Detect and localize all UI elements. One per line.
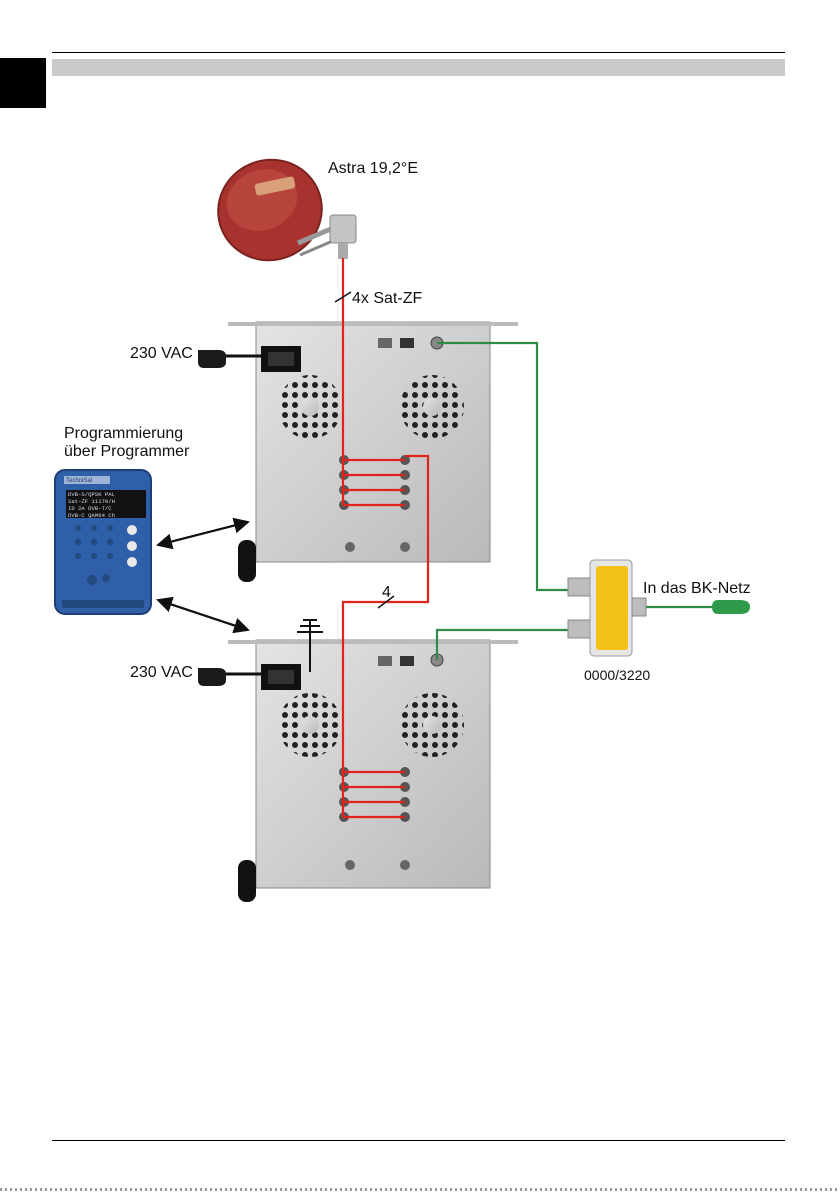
satellite-label: Astra 19,2°E xyxy=(328,160,418,178)
programming-label-line1: Programmierung xyxy=(64,425,183,443)
splitter-icon xyxy=(568,560,646,656)
footer-dotted-edge xyxy=(0,1188,840,1191)
pointing-hand-icon xyxy=(198,350,262,368)
programmer-brand: TechniSat xyxy=(66,478,93,484)
multiswitch-unit-top xyxy=(228,322,518,582)
svg-text:DVB-C QAM64 Ch: DVB-C QAM64 Ch xyxy=(68,512,115,519)
splitter-part-label: 0000/3220 xyxy=(584,666,650,684)
feed-label: 4x Sat-ZF xyxy=(352,290,422,308)
power-label-bottom: 230 VAC xyxy=(130,664,193,682)
power-label-top: 230 VAC xyxy=(130,345,193,363)
programming-label-line2: über Programmer xyxy=(64,443,189,461)
link-count-label: 4 xyxy=(382,584,391,602)
bk-net-label: In das BK-Netz xyxy=(643,580,751,598)
svg-text:Sat-ZF 11170/H: Sat-ZF 11170/H xyxy=(68,498,115,505)
svg-text:ID 2A DVB-T/C: ID 2A DVB-T/C xyxy=(68,505,112,512)
green-pointing-hand-icon xyxy=(712,600,750,614)
programmer-screen: DVB-S/QPSK PAL Sat-ZF 11170/H ID 2A DVB-… xyxy=(68,491,115,519)
svg-text:DVB-S/QPSK PAL: DVB-S/QPSK PAL xyxy=(68,491,115,498)
footer-rule xyxy=(52,1140,785,1141)
programmer-link-arrows xyxy=(158,522,248,630)
pointing-hand-icon xyxy=(198,668,262,686)
